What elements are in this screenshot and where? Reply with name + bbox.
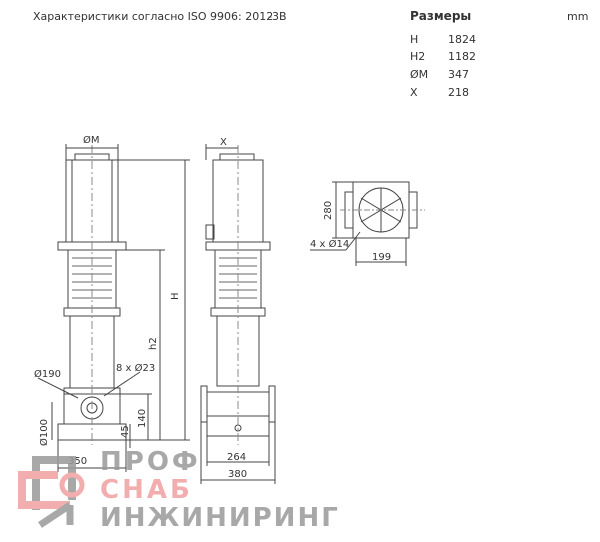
d380-label: 380 [228,469,247,480]
top-view [310,181,425,266]
d45-label: 45 [120,425,131,438]
dim-label: ØM [410,68,429,81]
header-grade: -3B [268,10,287,23]
d264-label: 264 [227,452,246,463]
holes4-label: 4 x Ø14 [310,238,349,250]
logo-line2: СНАБ [100,475,193,505]
dim-label: X [410,86,418,99]
phi100-label: Ø100 [38,419,50,446]
x-label: X [220,137,227,148]
dim-value: 218 [448,86,469,99]
dim-label: H2 [410,50,426,63]
logo-line1: ПРОФ [100,447,201,477]
header-title: Характеристики согласно ISO 9906: 2012 [33,10,274,23]
phi190-label: Ø190 [34,368,61,380]
dim-value: 1824 [448,33,476,46]
dimensions-title: Размеры [410,9,472,23]
side-view [200,144,276,484]
dim-value: 347 [448,68,469,81]
h2-label: h2 [148,337,159,350]
d350-label: 350 [68,456,87,467]
logo-line3: ИНЖИНИРИНГ [100,503,340,533]
holes8-label: 8 x Ø23 [116,362,155,374]
d140-label: 140 [137,409,148,428]
d280-label: 280 [323,201,334,220]
h-label: H [170,292,181,300]
dim-value: 1182 [448,50,476,63]
front-view [37,144,190,472]
d199-label: 199 [372,252,391,263]
dim-label: H [410,33,419,46]
phi-m-label: ØM [83,134,100,146]
dimensions-unit: mm [567,10,589,23]
